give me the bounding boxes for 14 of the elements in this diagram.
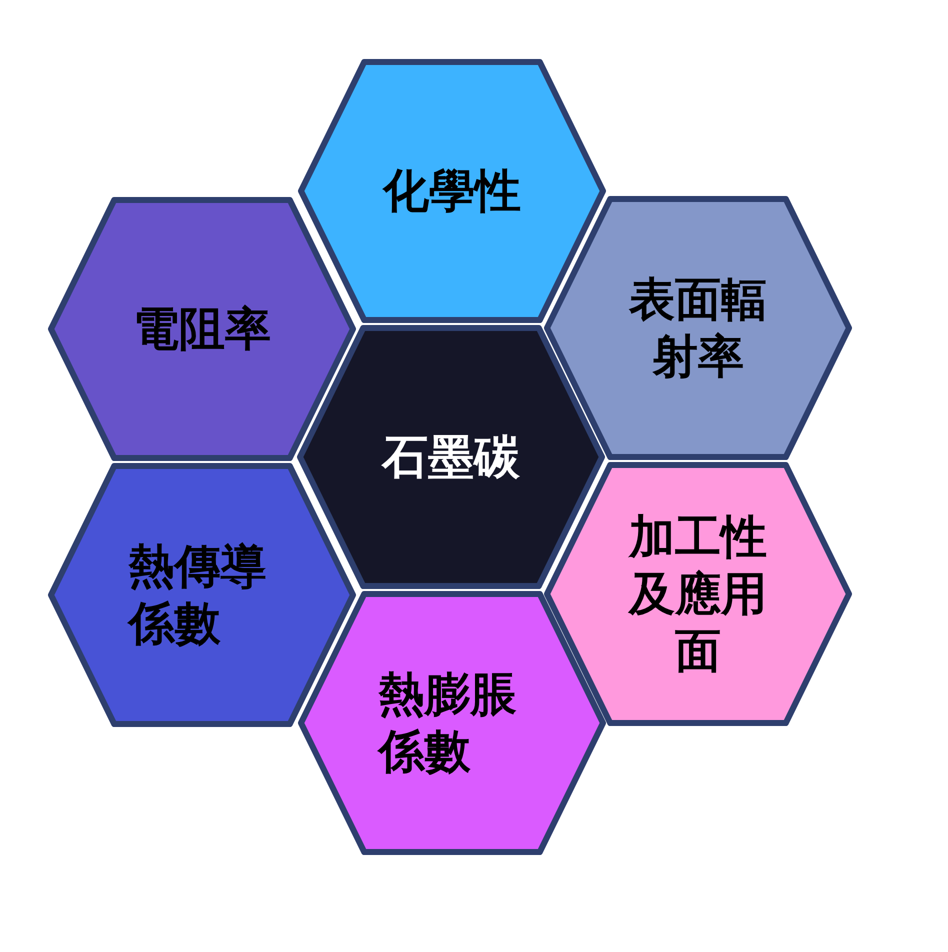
hexagon — [544, 196, 852, 460]
hexagon — [298, 591, 606, 855]
label: 熱膨脹係數 — [378, 667, 518, 779]
hexagon — [297, 325, 605, 589]
label: 化學性 — [381, 164, 522, 218]
label: 表面輻射率 — [628, 272, 768, 384]
label: 石墨碳 — [380, 430, 521, 484]
hexagon — [48, 197, 356, 461]
label: 熱傳導係數 — [128, 539, 268, 651]
hexagon — [48, 463, 356, 727]
label: 加工性及應用面 — [627, 510, 768, 678]
label: 電阻率 — [132, 302, 272, 356]
hexagon — [298, 59, 606, 323]
hexagon — [544, 462, 852, 726]
